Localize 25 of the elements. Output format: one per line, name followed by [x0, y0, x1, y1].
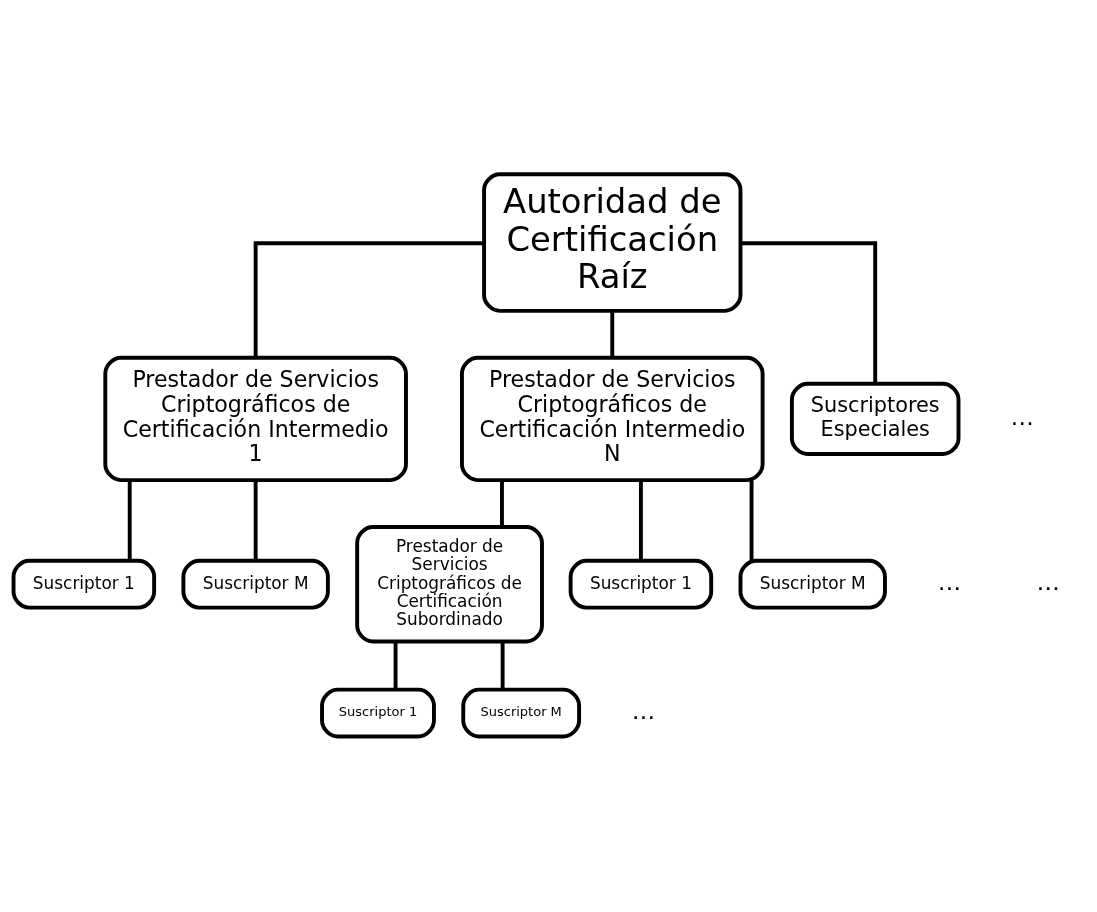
node-box: Prestador de Servicios Criptográficos de Certificación Intermedio N [460, 355, 765, 483]
node-box: Prestador de Servicios Criptográficos de Certificación Intermedio 1 [103, 355, 408, 483]
node-box: Suscriptores Especiales [789, 381, 961, 456]
label: … [631, 696, 656, 725]
connector [749, 480, 754, 561]
node-box: Suscriptor M [738, 558, 887, 610]
node-box: Suscriptor 1 [568, 558, 714, 610]
connector [253, 480, 258, 561]
label: … [937, 567, 962, 596]
label: … [1036, 567, 1061, 596]
node-box: Suscriptor M [181, 558, 330, 610]
node-box: Suscriptor 1 [320, 687, 436, 739]
connector [500, 641, 505, 690]
node-box: Suscriptor M [461, 687, 582, 739]
connector [638, 480, 643, 561]
connector [610, 311, 615, 358]
node-box: Suscriptor 1 [11, 558, 157, 610]
node-box: Prestador de Servicios Criptográficos de Certificación Subordinado [355, 525, 544, 644]
label: … [1010, 402, 1034, 431]
connector [393, 641, 398, 690]
connector [500, 480, 504, 527]
connector [740, 241, 878, 384]
node-box: Autoridad de Certificación Raíz [482, 172, 743, 313]
connector [253, 241, 485, 358]
connector [127, 480, 132, 561]
